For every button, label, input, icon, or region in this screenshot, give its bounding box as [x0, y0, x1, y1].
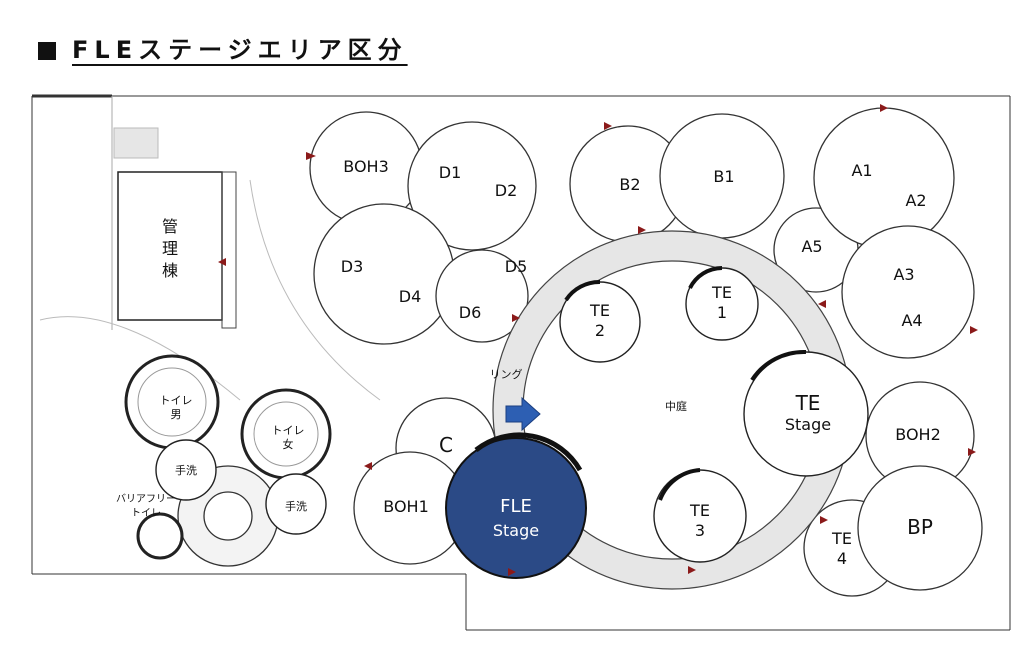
label-toilet-women-1: トイレ: [272, 424, 305, 437]
fle-stage-label-2: Stage: [493, 521, 539, 540]
label-wash-men: 手洗: [175, 463, 197, 477]
page-title: FLEステージエリア区分: [38, 30, 408, 65]
label-b1: B1: [713, 167, 734, 186]
entrance-marker-icon: [604, 122, 612, 130]
label-barrier-free-2: トイレ: [131, 508, 161, 519]
entrance-marker-icon: [218, 258, 226, 266]
pavilion-d3-d4: [313, 203, 455, 345]
entrance-marker-icon: [512, 314, 520, 322]
page-title-text: FLEステージエリア区分: [72, 36, 408, 64]
label-toilet-women-2: 女: [283, 437, 294, 451]
label-d6: D6: [459, 303, 482, 322]
label-a2: A2: [905, 191, 926, 210]
label-barrier-free-1: バリアフリー: [116, 493, 176, 505]
fle-stage-label-1: FLE: [500, 496, 532, 517]
label-toilet-men-2: 男: [171, 408, 182, 421]
label-te2-2: 2: [595, 321, 605, 340]
pavilion-a1-a2: [813, 107, 955, 249]
label-te1-2: 1: [717, 303, 727, 322]
pavilion-a3-a4: [841, 225, 975, 359]
pavilion-bp: [857, 465, 983, 591]
admin-building: 管 理 棟: [117, 171, 237, 329]
label-bp: BP: [907, 515, 933, 539]
label-te-stage-1: TE: [795, 391, 821, 415]
label-boh2: BOH2: [895, 425, 941, 444]
label-d4: D4: [399, 287, 422, 306]
label-ring: リング: [490, 367, 523, 381]
entrance-marker-icon: [880, 104, 888, 112]
admin-label-1: 管: [162, 217, 178, 236]
label-d2: D2: [495, 181, 518, 200]
admin-label-3: 棟: [162, 261, 178, 280]
label-toilet-men-1: トイレ: [160, 394, 193, 407]
label-c: C: [439, 433, 453, 457]
label-wash-women: 手洗: [285, 499, 307, 513]
entrance-marker-icon: [818, 300, 826, 308]
entrance-marker-icon: [970, 326, 978, 334]
entrance-markers: [218, 104, 978, 576]
fle-stage: FLE Stage: [445, 432, 587, 579]
label-courtyard: 中庭: [665, 399, 687, 413]
entrance-marker-icon: [508, 568, 516, 576]
label-d3: D3: [341, 257, 364, 276]
entrance-marker-icon: [688, 566, 696, 574]
wash-men: [155, 439, 217, 501]
label-boh1: BOH1: [383, 497, 429, 516]
label-te3-2: 3: [695, 521, 705, 540]
label-te4-2: 4: [837, 549, 847, 568]
pavilion-d6: [435, 249, 529, 343]
label-d1: D1: [439, 163, 462, 182]
label-a3: A3: [893, 265, 914, 284]
entrance-marker-icon: [638, 226, 646, 234]
label-te1-1: TE: [711, 283, 732, 302]
label-a1: A1: [851, 161, 872, 180]
label-d5: D5: [505, 257, 528, 276]
label-te-stage-2: Stage: [785, 415, 831, 434]
label-boh3: BOH3: [343, 157, 389, 176]
entrance-marker-icon: [820, 516, 828, 524]
entrance-marker-icon: [968, 448, 976, 456]
label-b2: B2: [619, 175, 640, 194]
label-te4-1: TE: [831, 529, 852, 548]
label-te2-1: TE: [589, 301, 610, 320]
square-bullet-icon: [38, 42, 56, 60]
label-a4: A4: [901, 311, 922, 330]
entrance-marker-icon: [306, 152, 316, 160]
arrow-right-icon: [505, 396, 541, 432]
pavilion-d1-d2: [407, 121, 537, 251]
site-outline: [31, 94, 1011, 631]
label-a5: A5: [801, 237, 822, 256]
barrier-free-toilet: [136, 512, 184, 560]
entrance-marker-icon: [364, 462, 372, 470]
wash-women: [265, 473, 327, 535]
label-te3-1: TE: [689, 501, 710, 520]
barrier-free-area-inner: [203, 491, 253, 541]
admin-label-2: 理: [162, 239, 178, 258]
